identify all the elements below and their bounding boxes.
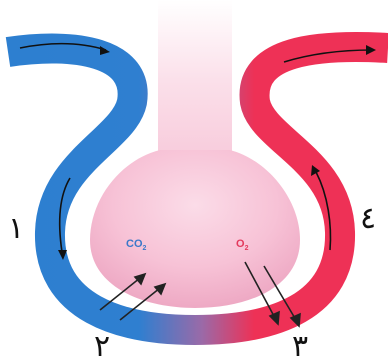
label-1: ١ xyxy=(8,211,24,246)
alveolus-sac xyxy=(90,150,300,308)
label-4: ٤ xyxy=(360,201,376,236)
label-3: ٣ xyxy=(292,329,308,360)
co2-label-subscript: 2 xyxy=(143,245,147,252)
co2-label-main: CO xyxy=(126,238,143,250)
label-2: ٢ xyxy=(94,329,110,360)
o2-label-subscript: 2 xyxy=(245,245,249,252)
